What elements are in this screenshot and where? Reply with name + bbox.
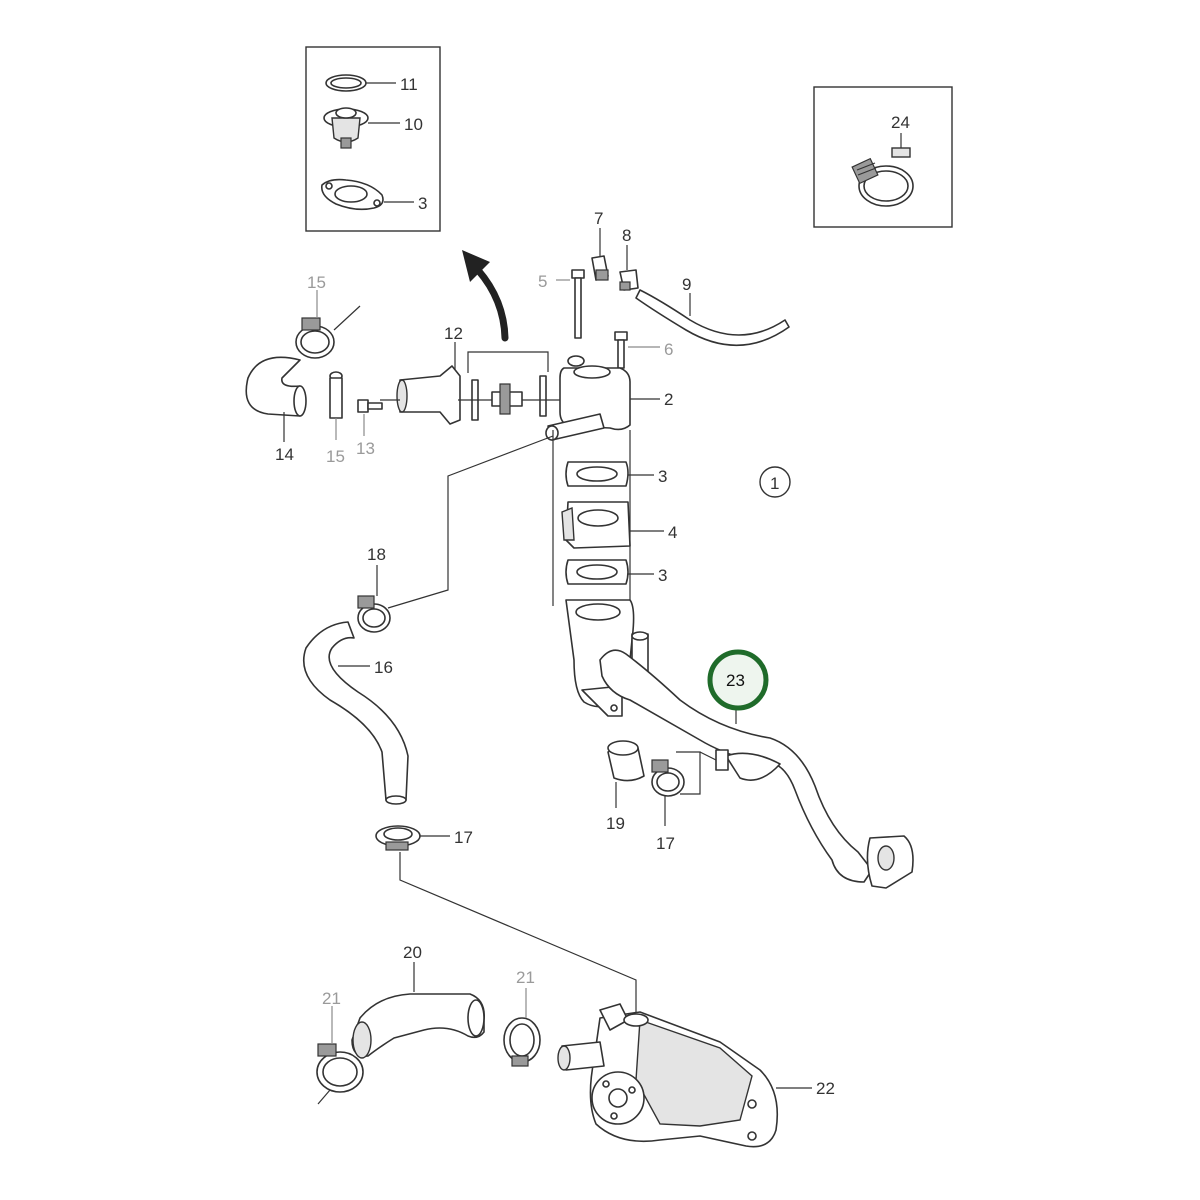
callout-9[interactable]: 9 [682, 275, 691, 294]
callout-10[interactable]: 10 [404, 115, 423, 134]
hose-16-icon: 16 [302, 621, 409, 805]
gasket-upper-icon: 3 [565, 461, 667, 487]
coolant-pipe-23 [599, 649, 914, 889]
callout-19[interactable]: 19 [606, 814, 625, 833]
callout-7[interactable]: 7 [594, 209, 603, 228]
callout-5[interactable]: 5 [538, 272, 547, 291]
callout-2[interactable]: 2 [664, 390, 673, 409]
clamp-21-left-icon: 21 [316, 989, 364, 1105]
clamp-15-upper-icon: 15 [295, 273, 361, 359]
callout-22[interactable]: 22 [816, 1079, 835, 1098]
callout-4[interactable]: 4 [668, 523, 677, 542]
callout-1-circle[interactable]: 1 [759, 466, 791, 498]
inline-thermostat-icon [491, 383, 523, 415]
callout-8[interactable]: 8 [622, 226, 631, 245]
bolt-5-icon: 5 [538, 269, 585, 339]
callout-16[interactable]: 16 [374, 658, 393, 677]
sleeve-19-icon: 19 [606, 740, 645, 833]
water-pump-22-icon: 22 [557, 1003, 835, 1148]
elbow-hose-14-icon: 14 [245, 356, 307, 464]
callout-12-bracket: 12 [444, 324, 549, 375]
o-ring-icon [325, 74, 367, 92]
callout-1[interactable]: 1 [770, 474, 779, 493]
callout-17-right[interactable]: 17 [656, 834, 675, 853]
callout-13[interactable]: 13 [356, 439, 375, 458]
callout-3-upper[interactable]: 3 [658, 467, 667, 486]
callout-18[interactable]: 18 [367, 545, 386, 564]
callout-3-lower[interactable]: 3 [658, 566, 667, 585]
spacer-4-icon: 4 [561, 501, 677, 549]
callout-17-left[interactable]: 17 [454, 828, 473, 847]
gasket-icon [320, 178, 384, 211]
fitting-7-icon: 7 [591, 209, 609, 281]
callout-21-mid[interactable]: 21 [516, 968, 535, 987]
clamp-18-icon: 18 [357, 545, 391, 633]
callout-11[interactable]: 11 [400, 75, 418, 94]
hose-20-icon: 20 [351, 943, 486, 1059]
outlet-pipe-icon [380, 365, 560, 425]
clamp-21-mid-icon: 21 [503, 968, 541, 1067]
callout-3-inset[interactable]: 3 [418, 194, 427, 213]
callout-23[interactable]: 23 [726, 671, 745, 690]
callout-14[interactable]: 14 [275, 445, 294, 464]
callout-20[interactable]: 20 [403, 943, 422, 962]
thermostat-housing-2: 2 [545, 355, 673, 441]
thermostat-icon [323, 107, 369, 149]
inset-clamp-box: 24 [813, 86, 953, 228]
bolt-13-icon: 13 [356, 399, 383, 458]
callout-21-left[interactable]: 21 [322, 989, 341, 1008]
clamp-15-lower-icon: 15 [326, 371, 345, 466]
clamp-17-right-icon: 17 [651, 759, 685, 853]
callout-24[interactable]: 24 [891, 113, 910, 132]
bolt-6-icon: 6 [614, 331, 673, 369]
callout-15-top[interactable]: 15 [307, 273, 326, 292]
callout-15-bottom[interactable]: 15 [326, 447, 345, 466]
highlight-callout-23[interactable]: 23 [707, 649, 769, 711]
callout-6[interactable]: 6 [664, 340, 673, 359]
clamp-17-left-icon: 17 [375, 825, 473, 851]
hose-clamp-icon [851, 147, 914, 207]
reference-arrow-icon [462, 250, 509, 342]
gasket-lower-icon: 3 [565, 559, 667, 585]
callout-12[interactable]: 12 [444, 324, 463, 343]
hose-9-group: 9 [635, 275, 790, 347]
inset-thermostat-box: 11 10 3 [305, 46, 441, 232]
fitting-8-icon: 8 [619, 226, 639, 291]
